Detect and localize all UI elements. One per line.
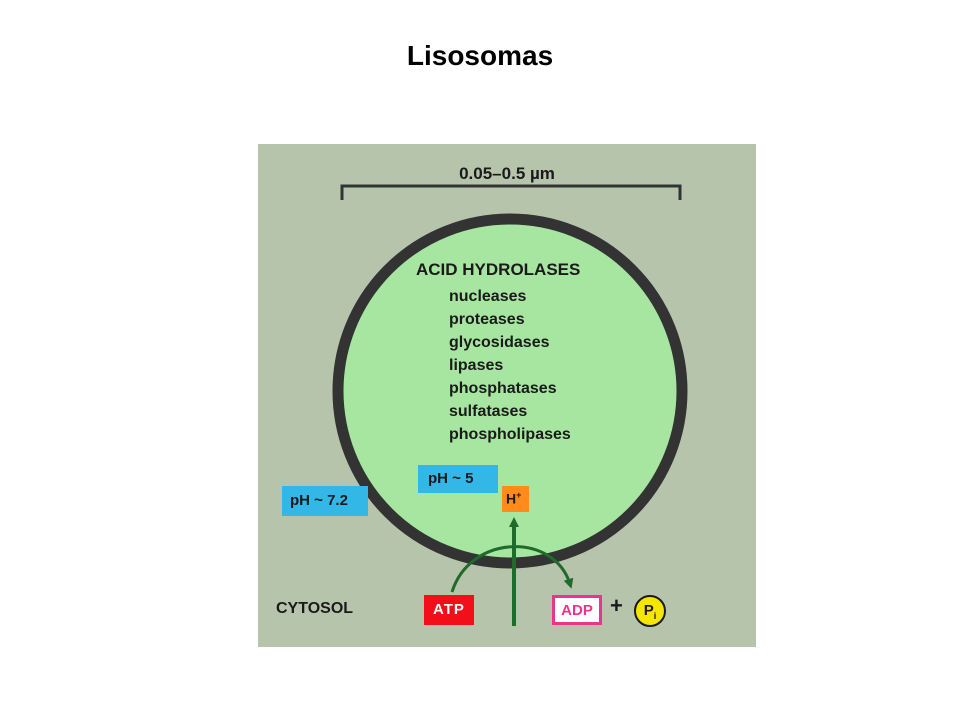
proton-charge: + bbox=[516, 490, 522, 500]
ph-outside-label: pH ~ 7.2 bbox=[282, 486, 368, 516]
list-item: phospholipases bbox=[449, 426, 571, 443]
acid-hydrolases-heading: ACID HYDROLASES bbox=[416, 260, 581, 279]
cytosol-label: CYTOSOL bbox=[276, 600, 354, 617]
list-item: glycosidases bbox=[449, 334, 550, 351]
size-label: 0.05–0.5 µm bbox=[459, 164, 555, 183]
adp-label: ADP bbox=[552, 595, 602, 625]
phosphate-symbol: P bbox=[643, 602, 654, 619]
page-title: Lisosomas bbox=[406, 40, 554, 71]
list-item: lipases bbox=[449, 357, 504, 374]
list-item: sulfatases bbox=[449, 403, 528, 420]
proton-label: H+ bbox=[502, 486, 529, 512]
proton-symbol: H bbox=[506, 490, 517, 507]
list-item: proteases bbox=[449, 311, 525, 328]
ph-inside-label: pH ~ 5 bbox=[418, 465, 498, 493]
phosphate-label: Pi bbox=[634, 595, 666, 627]
phosphate-subscript: i bbox=[653, 611, 657, 621]
plus-sign: + bbox=[610, 593, 623, 618]
list-item: nucleases bbox=[449, 288, 527, 305]
enzyme-list: nucleases proteases glycosidases lipases… bbox=[449, 285, 571, 446]
list-item: phosphatases bbox=[449, 380, 557, 397]
lysosome-diagram: 0.05–0.5 µm ACID HYDROLASES nucleases pr… bbox=[258, 144, 756, 647]
atp-hydrolysis-arrow bbox=[450, 545, 574, 593]
size-bracket bbox=[340, 184, 682, 200]
atp-label: ATP bbox=[424, 595, 474, 625]
